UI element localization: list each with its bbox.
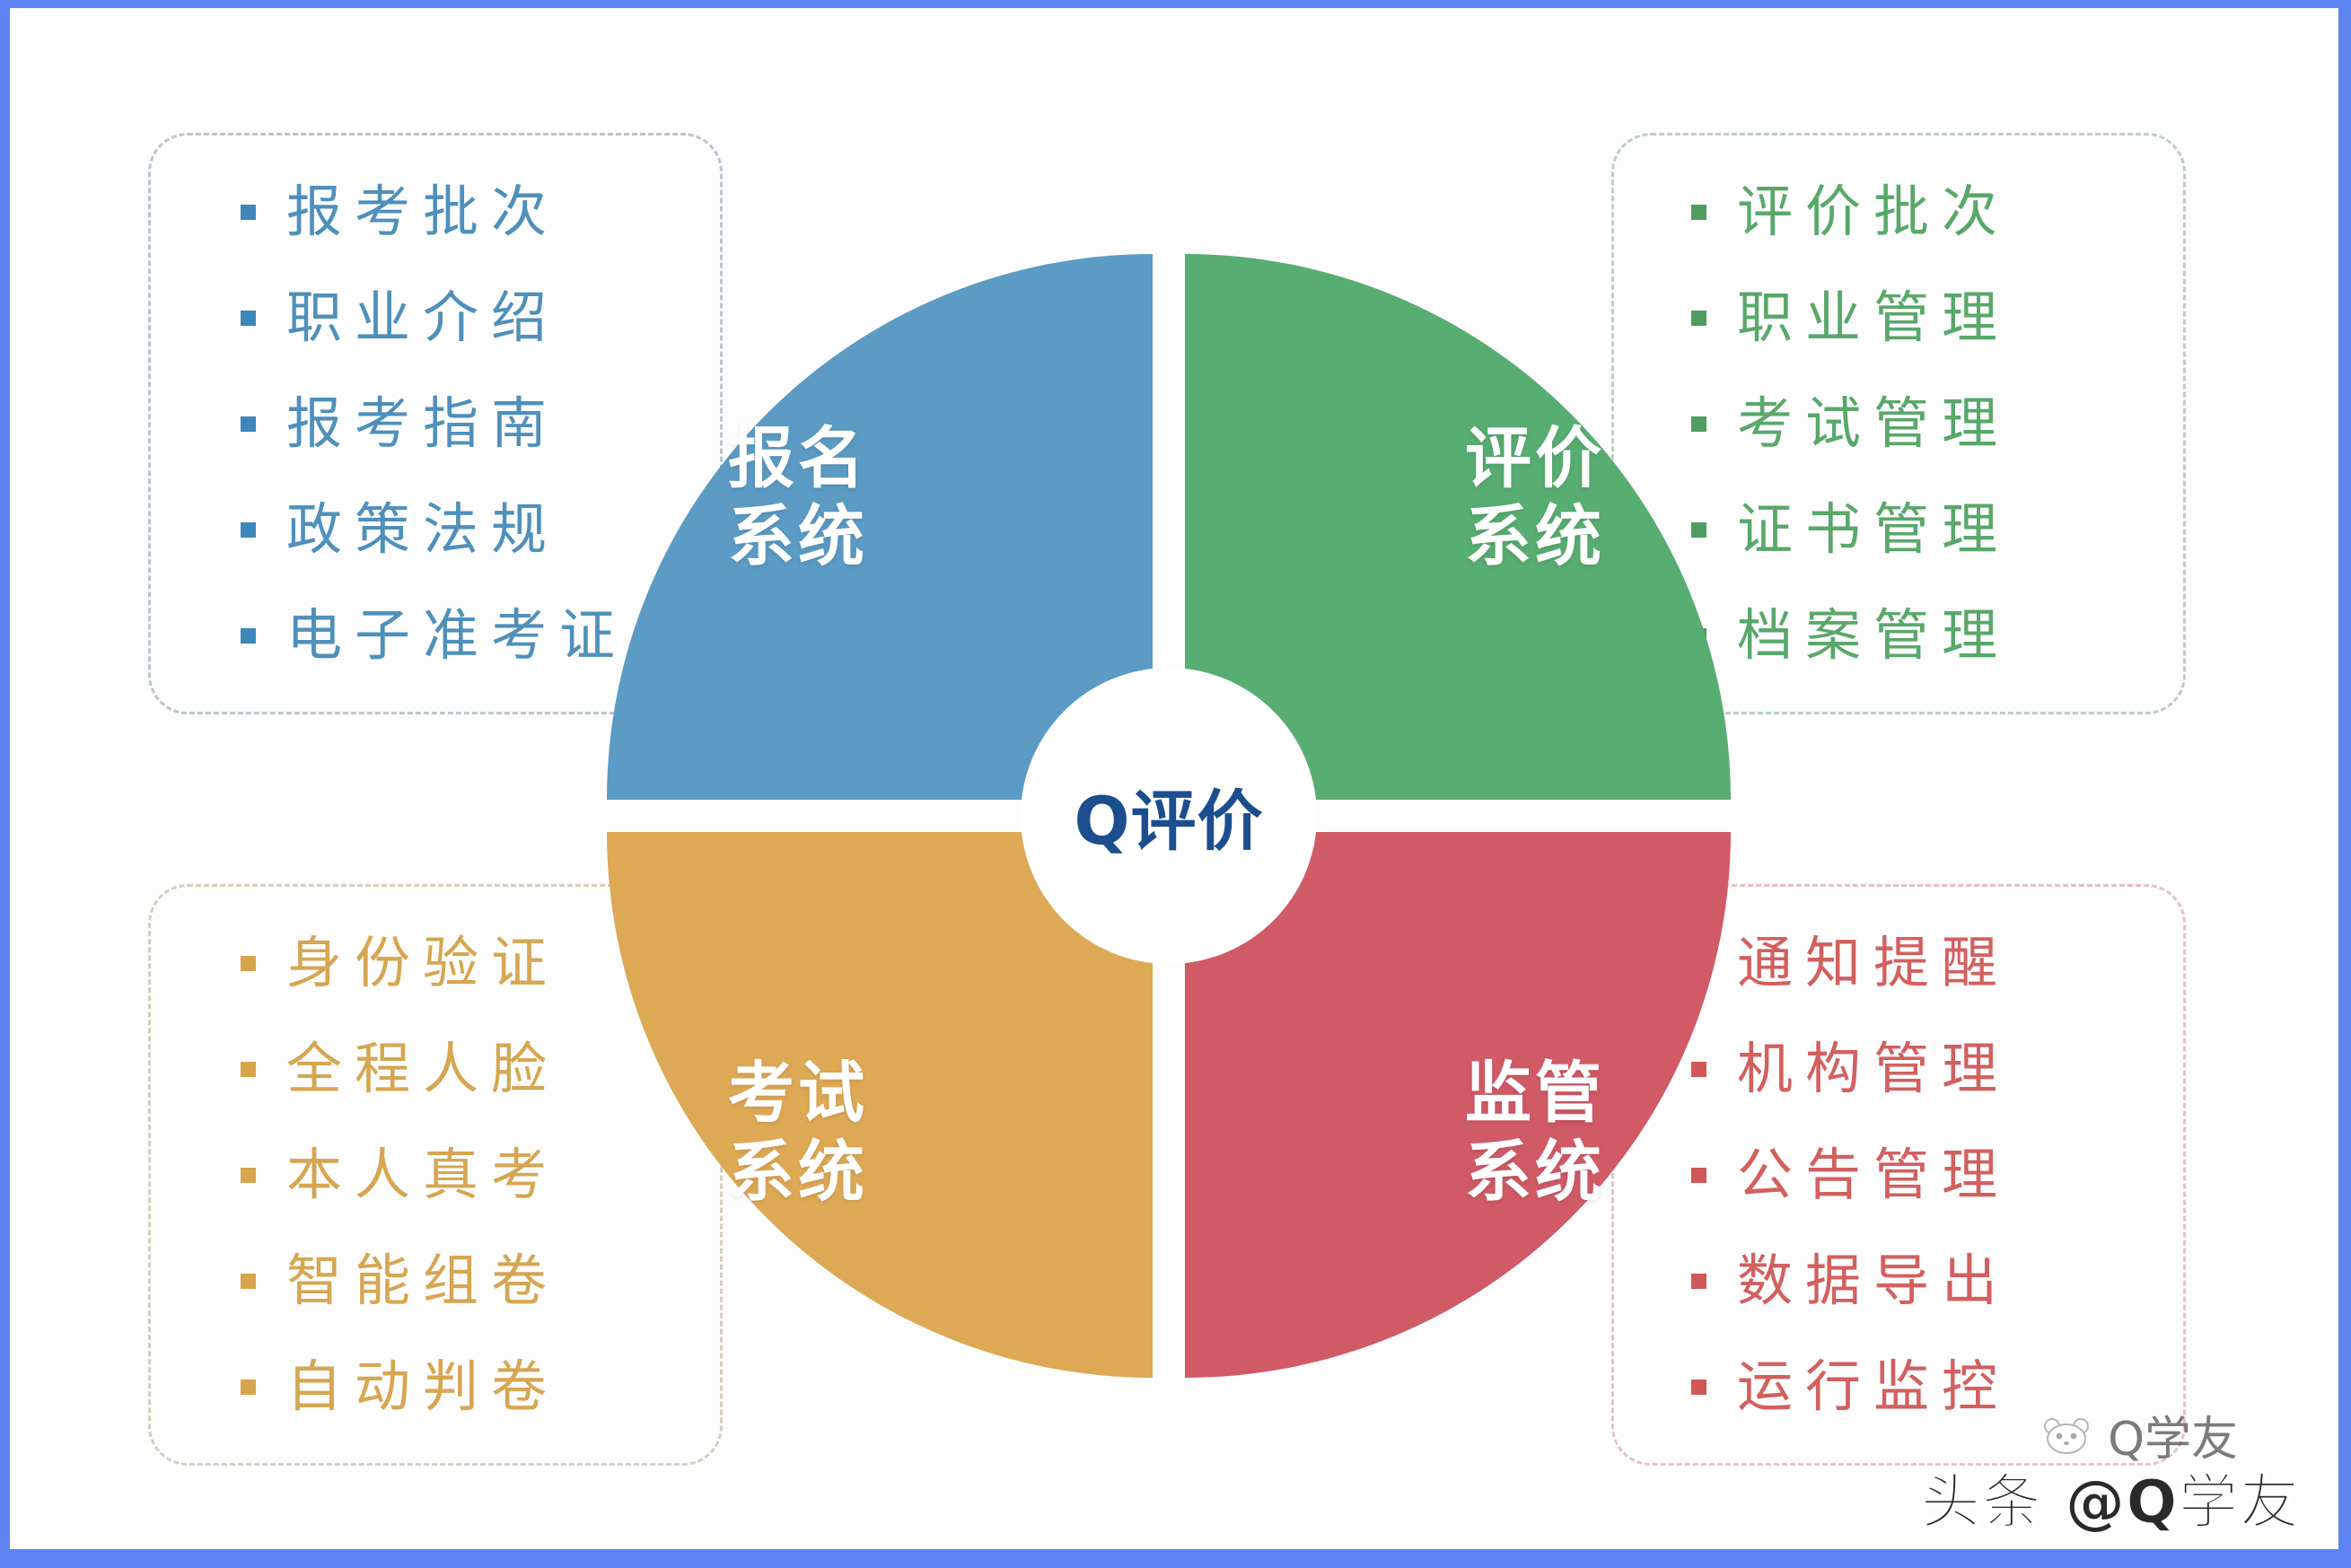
feature-label: 评价批次 xyxy=(1737,179,2011,244)
bullet-square-icon xyxy=(1691,416,1706,432)
list-item: 数据导出 xyxy=(1614,1229,2183,1333)
feature-box-examination: 身份验证 全程人脸 本人真考 智能组卷 自动判卷 xyxy=(148,884,723,1466)
list-item: 报考批次 xyxy=(151,160,720,264)
bullet-square-icon xyxy=(1691,1273,1706,1289)
bullet-square-icon xyxy=(241,521,256,538)
bullet-square-icon xyxy=(241,416,256,432)
frame-edge-left xyxy=(0,0,10,1568)
feature-label: 职业介绍 xyxy=(286,285,560,350)
list-item: 全程人脸 xyxy=(151,1017,720,1121)
quadrant-label: 监管 系统 xyxy=(1465,1055,1605,1211)
bullet-square-icon xyxy=(1691,1061,1706,1077)
list-item: 运行监控 xyxy=(1614,1335,2183,1439)
bullet-square-icon xyxy=(241,955,256,971)
feature-label: 身份验证 xyxy=(286,930,560,995)
feature-label: 智能组卷 xyxy=(286,1248,560,1313)
list-item: 证书管理 xyxy=(1614,477,2183,582)
feature-label: 公告管理 xyxy=(1737,1142,2011,1207)
list-item: 政策法规 xyxy=(151,477,720,582)
list-item: 考试管理 xyxy=(1614,372,2183,476)
center-hub: Q评价 xyxy=(1026,673,1311,959)
feature-label: 报考指南 xyxy=(286,390,560,456)
bullet-square-icon xyxy=(241,1379,256,1395)
list-item: 公告管理 xyxy=(1614,1123,2183,1227)
bullet-square-icon xyxy=(241,1167,256,1183)
watermark-logo-text: Q学友 xyxy=(2108,1413,2238,1467)
feature-label: 通知提醒 xyxy=(1737,930,2011,995)
panda-mascot-icon xyxy=(2041,1415,2095,1455)
list-item: 智能组卷 xyxy=(151,1229,720,1333)
quadrant-label: 报名 系统 xyxy=(728,420,868,576)
frame-edge-right xyxy=(2338,0,2351,1568)
bullet-square-icon xyxy=(1691,1379,1706,1395)
feature-label: 考试管理 xyxy=(1737,390,2011,456)
list-item: 评价批次 xyxy=(1614,160,2183,264)
feature-box-supervision: 通知提醒 机构管理 公告管理 数据导出 运行监控 xyxy=(1611,884,2186,1466)
feature-label: 报考批次 xyxy=(286,179,560,244)
feature-label: 证书管理 xyxy=(1737,496,2011,562)
bullet-square-icon xyxy=(241,310,256,326)
feature-label: 职业管理 xyxy=(1737,285,2011,350)
feature-label: 机构管理 xyxy=(1737,1036,2011,1101)
feature-label: 政策法规 xyxy=(286,496,560,562)
feature-label: 本人真考 xyxy=(286,1142,560,1207)
feature-label: 运行监控 xyxy=(1737,1353,2011,1419)
feature-label: 自动判卷 xyxy=(286,1353,560,1419)
watermark-main-text: 头条 @Q学友 xyxy=(1920,1467,2301,1537)
quadrant-donut-chart: 报名 系统 评价 系统 考试 系统 监管 系统 Q评价 xyxy=(607,254,1731,1378)
frame-edge-top xyxy=(0,0,2351,8)
bullet-square-icon xyxy=(241,1061,256,1077)
bullet-square-icon xyxy=(1691,204,1706,220)
list-item: 自动判卷 xyxy=(151,1335,720,1439)
frame-edge-bottom xyxy=(0,1549,2351,1568)
list-item: 身份验证 xyxy=(151,911,720,1015)
bullet-square-icon xyxy=(1691,310,1706,326)
list-item: 通知提醒 xyxy=(1614,911,2183,1015)
feature-box-registration: 报考批次 职业介绍 报考指南 政策法规 电子准考证 xyxy=(148,133,723,714)
list-item: 职业介绍 xyxy=(151,266,720,370)
list-item: 机构管理 xyxy=(1614,1017,2183,1121)
feature-label: 电子准考证 xyxy=(286,602,628,668)
watermark-logo: Q学友 xyxy=(2041,1401,2238,1468)
bullet-square-icon xyxy=(241,204,256,220)
quadrant-label: 评价 系统 xyxy=(1465,420,1605,576)
feature-label: 数据导出 xyxy=(1737,1248,2011,1313)
list-item: 报考指南 xyxy=(151,372,720,476)
center-hub-label: Q评价 xyxy=(1074,784,1264,860)
list-item: 职业管理 xyxy=(1614,266,2183,370)
quadrant-label: 考试 系统 xyxy=(728,1055,868,1211)
feature-label: 全程人脸 xyxy=(286,1036,560,1101)
bullet-square-icon xyxy=(241,627,256,644)
feature-box-evaluation: 评价批次 职业管理 考试管理 证书管理 档案管理 xyxy=(1611,133,2186,714)
list-item: 本人真考 xyxy=(151,1123,720,1227)
feature-label: 档案管理 xyxy=(1737,602,2011,668)
bullet-square-icon xyxy=(241,1273,256,1289)
bullet-square-icon xyxy=(1691,1167,1706,1183)
list-item: 电子准考证 xyxy=(151,583,720,688)
bullet-square-icon xyxy=(1691,521,1706,538)
